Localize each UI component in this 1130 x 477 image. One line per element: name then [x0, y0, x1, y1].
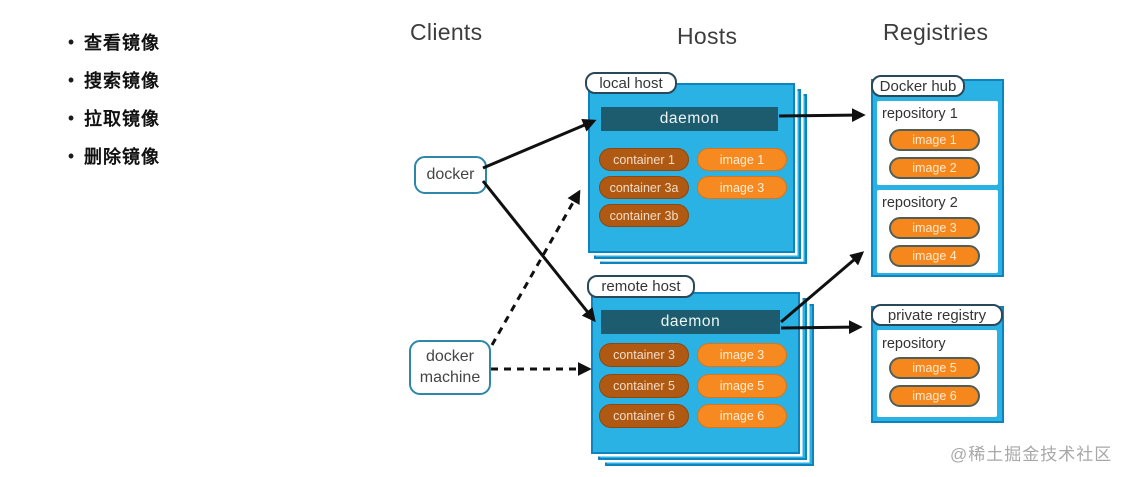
- repository-name: repository: [882, 336, 946, 352]
- repository-name: repository 1: [882, 106, 958, 122]
- registries-heading: Registries: [883, 19, 989, 45]
- container-pill: container 6: [599, 404, 689, 428]
- repository-name: repository 2: [882, 195, 958, 211]
- remote-daemon-bar: daemon: [601, 310, 780, 334]
- hosts-heading: Hosts: [677, 23, 738, 49]
- list-item-label: 搜索镜像: [84, 71, 160, 91]
- container-pill: container 5: [599, 374, 689, 398]
- list-item-label: 删除镜像: [84, 147, 160, 167]
- list-item: • 搜索镜像: [58, 68, 160, 92]
- list-item: • 查看镜像: [58, 30, 160, 54]
- container-pill: container 3b: [599, 204, 689, 227]
- image-pill: image 6: [889, 385, 980, 407]
- local-host-tab: local host: [585, 72, 677, 94]
- container-pill: container 3a: [599, 176, 689, 199]
- arrow-docker-to-remote-daemon: [481, 180, 596, 323]
- clients-heading: Clients: [410, 19, 483, 45]
- container-pill: container 1: [599, 148, 689, 171]
- list-item-label: 拉取镜像: [84, 109, 160, 129]
- bullet-icon: •: [67, 145, 75, 166]
- local-daemon-bar: daemon: [601, 107, 778, 131]
- container-pill: container 3: [599, 343, 689, 367]
- list-item-label: 查看镜像: [84, 33, 160, 53]
- list-item: • 删除镜像: [58, 144, 160, 168]
- image-pill: image 3: [697, 176, 787, 199]
- list-item: • 拉取镜像: [58, 106, 160, 130]
- docker-hub-tab: Docker hub: [871, 75, 965, 97]
- dashed-arrow-docker-machine-to-local-host: [490, 189, 581, 346]
- image-pill: image 1: [697, 148, 787, 171]
- arrow-docker-to-local-daemon: [482, 118, 597, 170]
- image-pill: image 4: [889, 245, 980, 267]
- image-pill: image 6: [697, 404, 787, 428]
- docker-client-box: docker: [414, 156, 487, 194]
- private-registry-tab: private registry: [871, 304, 1003, 326]
- bullet-icon: •: [67, 31, 75, 52]
- bullet-icon: •: [67, 107, 75, 128]
- remote-host-tab: remote host: [587, 275, 695, 298]
- image-pill: image 3: [697, 343, 787, 367]
- bullet-icon: •: [67, 69, 75, 90]
- image-pill: image 5: [697, 374, 787, 398]
- image-pill: image 1: [889, 129, 980, 151]
- image-pill: image 3: [889, 217, 980, 239]
- docker-machine-box: docker machine: [409, 340, 491, 395]
- image-pill: image 5: [889, 357, 980, 379]
- image-pill: image 2: [889, 157, 980, 179]
- watermark: @稀土掘金技术社区: [950, 445, 1113, 464]
